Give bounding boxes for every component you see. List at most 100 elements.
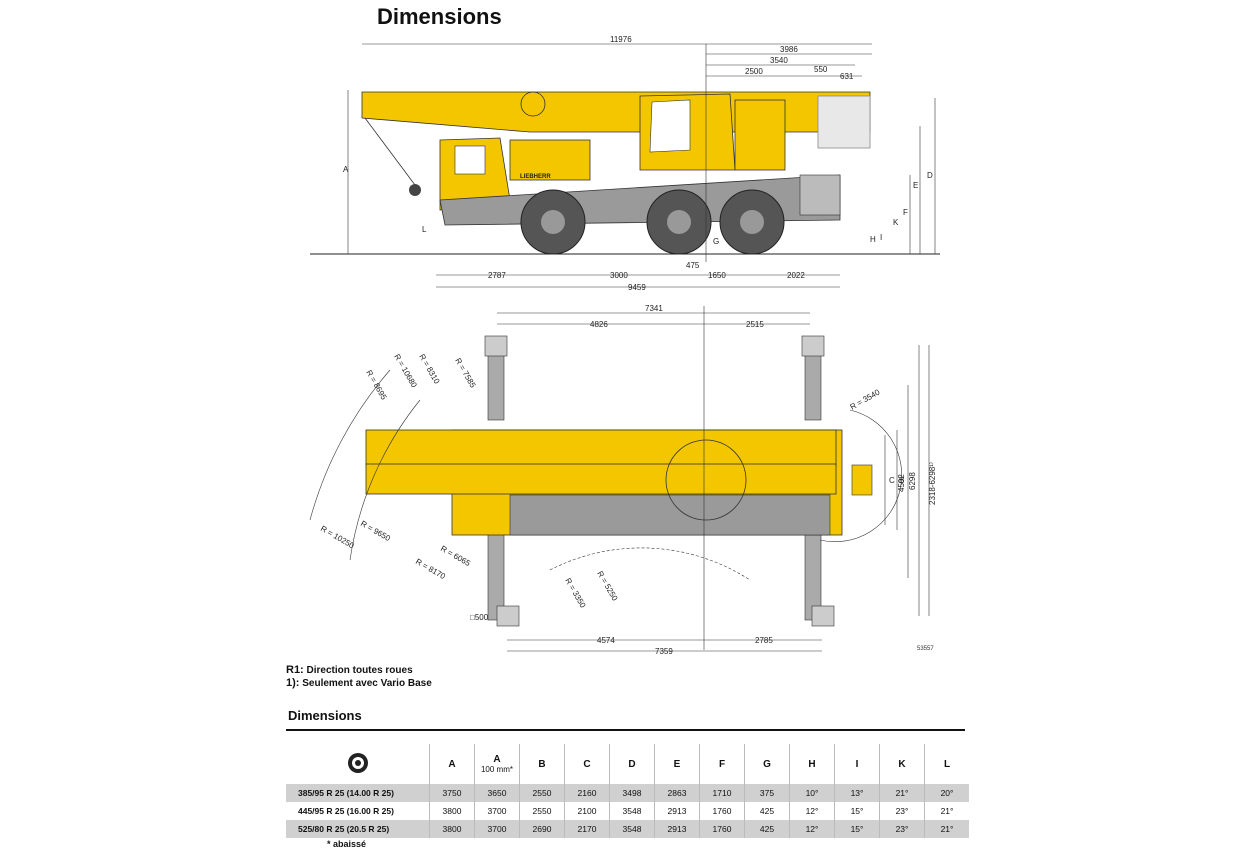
svg-text:9459: 9459 xyxy=(628,283,646,292)
svg-text:R = 8695: R = 8695 xyxy=(364,369,388,402)
svg-text:2785: 2785 xyxy=(755,636,773,645)
table-cell: 2913 xyxy=(654,802,700,820)
svg-text:7341: 7341 xyxy=(645,304,663,313)
svg-text:2787: 2787 xyxy=(488,271,506,280)
tyre-size: 445/95 R 25 (16.00 R 25) xyxy=(298,806,394,816)
svg-text:550: 550 xyxy=(814,65,828,74)
header-cell: I xyxy=(834,744,880,784)
table-cell: 3548 xyxy=(609,820,655,838)
table-cell: 2550 xyxy=(519,802,565,820)
table-cell: 21° xyxy=(924,802,969,820)
table-cell: 3700 xyxy=(474,820,520,838)
table-cell: 21° xyxy=(924,820,969,838)
svg-text:3986: 3986 xyxy=(780,45,798,54)
svg-text:3000: 3000 xyxy=(610,271,628,280)
title-rule xyxy=(286,729,965,731)
tyre-size: 385/95 R 25 (14.00 R 25) xyxy=(286,784,430,802)
svg-text:6298: 6298 xyxy=(908,472,917,490)
svg-text:R = 8310: R = 8310 xyxy=(417,353,441,386)
note-1: 1): Seulement avec Vario Base xyxy=(286,677,432,690)
table-cell: 23° xyxy=(879,802,925,820)
table-cell: 2550 xyxy=(519,784,565,802)
table-cell: 21° xyxy=(879,784,925,802)
svg-text:R = 3540: R = 3540 xyxy=(849,387,882,411)
header-label: K xyxy=(898,758,906,770)
header-label: A xyxy=(493,754,501,765)
table-cell: 3800 xyxy=(429,802,475,820)
header-cell: F xyxy=(699,744,745,784)
table-cell: 2160 xyxy=(564,784,610,802)
header-cell: D xyxy=(609,744,655,784)
header-cell: L xyxy=(924,744,969,784)
svg-text:475: 475 xyxy=(686,261,700,270)
svg-text:2318-6298¹⁾: 2318-6298¹⁾ xyxy=(928,462,937,505)
table-cell: 1760 xyxy=(699,802,745,820)
svg-text:D: D xyxy=(927,171,933,180)
note-r1-text: Direction toutes roues xyxy=(306,665,413,676)
svg-text:R = 9650: R = 9650 xyxy=(359,519,392,543)
table-cell: 3548 xyxy=(609,802,655,820)
table-cell: 1760 xyxy=(699,820,745,838)
header-label: H xyxy=(808,758,816,770)
table-cell: 3800 xyxy=(429,820,475,838)
header-label: L xyxy=(943,758,951,770)
table-cell: 2913 xyxy=(654,820,700,838)
header-cell: G xyxy=(744,744,790,784)
svg-text:A: A xyxy=(343,165,349,174)
note-r1-key: R1: xyxy=(286,664,304,676)
table-cell: 2690 xyxy=(519,820,565,838)
table-row: 385/95 R 25 (14.00 R 25) 3750 3650 2550 … xyxy=(286,784,969,802)
note-1-text: Seulement avec Vario Base xyxy=(302,678,432,689)
header-cell: K xyxy=(879,744,925,784)
table-cell: 10° xyxy=(789,784,835,802)
svg-text:G: G xyxy=(713,237,719,246)
svg-text:2500: 2500 xyxy=(745,67,763,76)
table-row: 525/80 R 25 (20.5 R 25) 3800 3700 2690 2… xyxy=(286,820,969,838)
tyre-column-header xyxy=(286,744,430,784)
table-cell: 15° xyxy=(834,820,880,838)
svg-text:R = 5250: R = 5250 xyxy=(595,570,619,603)
table-cell: 20° xyxy=(924,784,969,802)
svg-text:R = 8170: R = 8170 xyxy=(414,557,447,581)
header-cell: C xyxy=(564,744,610,784)
note-1-key: 1): xyxy=(286,677,300,689)
svg-text:4826: 4826 xyxy=(590,320,608,329)
svg-text:F: F xyxy=(903,208,908,217)
svg-text:H: H xyxy=(870,235,876,244)
header-label: A xyxy=(448,758,456,770)
header-cell: A xyxy=(429,744,475,784)
table-cell: 3498 xyxy=(609,784,655,802)
note-r1: R1: Direction toutes roues xyxy=(286,664,432,677)
header-cell: H xyxy=(789,744,835,784)
header-sub: 100 mm* xyxy=(480,765,513,774)
table-cell: 12° xyxy=(789,820,835,838)
tyre-icon xyxy=(347,752,368,773)
header-label: E xyxy=(673,758,681,770)
svg-text:K: K xyxy=(893,218,899,227)
svg-text:1650: 1650 xyxy=(708,271,726,280)
table-title: Dimensions xyxy=(288,708,362,723)
svg-text:R = 6065: R = 6065 xyxy=(439,544,472,568)
svg-text:4574: 4574 xyxy=(597,636,615,645)
table-cell: 12° xyxy=(789,802,835,820)
table-cell: 2863 xyxy=(654,784,700,802)
svg-text:2515: 2515 xyxy=(746,320,764,329)
svg-text:11976: 11976 xyxy=(610,35,632,44)
svg-text:□500: □500 xyxy=(470,613,489,622)
table-cell: 13° xyxy=(834,784,880,802)
header-label: B xyxy=(538,758,546,770)
table-cell: 375 xyxy=(744,784,790,802)
table-cell: 23° xyxy=(879,820,925,838)
tyre-size: 525/80 R 25 (20.5 R 25) xyxy=(286,820,430,838)
table-cell: 3750 xyxy=(429,784,475,802)
table-cell: 425 xyxy=(744,820,790,838)
drawing-code: 53557 xyxy=(917,646,934,652)
top-view: R = 8695 R = 10680 R = 8310 R = 7585 R =… xyxy=(309,304,937,656)
svg-text:7359: 7359 xyxy=(655,647,673,656)
svg-text:631: 631 xyxy=(840,72,854,81)
technical-drawing: LIEBHERR 11976 3986 3540 2500 550 631 A … xyxy=(309,35,940,656)
svg-text:L: L xyxy=(422,225,427,234)
header-label: I xyxy=(855,758,859,770)
